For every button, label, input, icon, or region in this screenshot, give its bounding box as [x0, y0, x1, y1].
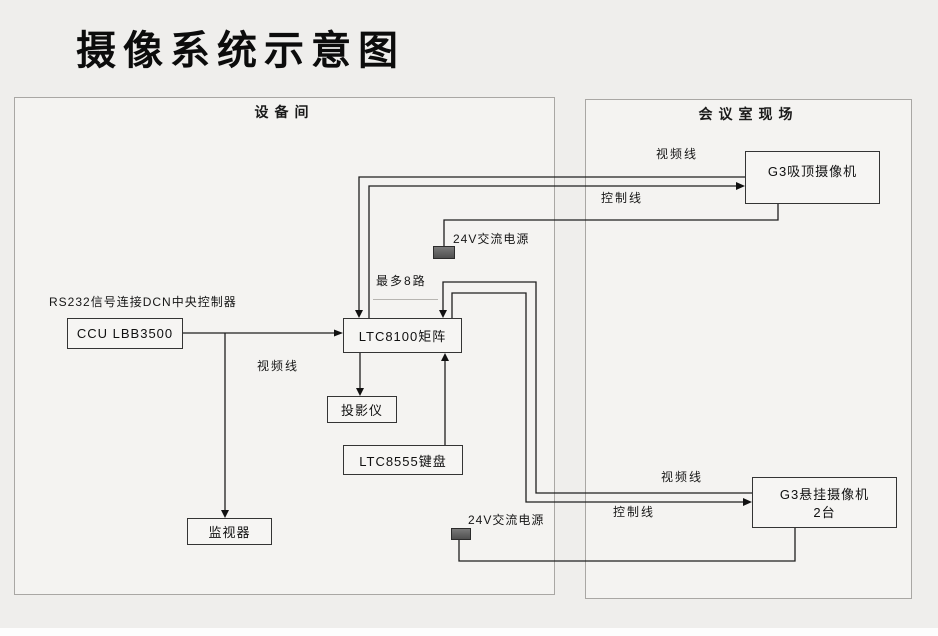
label-video-to-display: 视频线: [257, 359, 300, 373]
node-hanging-camera-count: 2台: [813, 504, 836, 520]
node-ccu-label: CCU LBB3500: [76, 326, 174, 341]
node-ccu: CCU LBB3500: [67, 318, 183, 349]
node-keyboard-label: LTC8555键盘: [359, 453, 447, 469]
label-ceiling-power: 24V交流电源: [453, 232, 530, 246]
node-matrix-label: LTC8100矩阵: [358, 329, 447, 344]
label-hanging-video: 视频线: [661, 470, 704, 484]
label-hanging-control: 控制线: [613, 505, 656, 519]
label-rs232-note: RS232信号连接DCN中央控制器: [49, 295, 237, 309]
region-title-conference-room: 会议室现场: [698, 106, 799, 122]
label-max-channels: 最多8路: [376, 274, 427, 288]
label-hanging-power: 24V交流电源: [468, 513, 545, 527]
bottom-margin-strip: [0, 628, 938, 636]
node-matrix: LTC8100矩阵: [343, 318, 462, 353]
max-channels-underline: [373, 299, 438, 300]
node-monitor-label: 监视器: [208, 525, 251, 540]
region-title-equipment-room: 设备间: [254, 104, 315, 120]
label-ceiling-video: 视频线: [656, 147, 699, 161]
node-ceiling-camera: G3吸顶摄像机: [745, 151, 880, 204]
node-projector-label: 投影仪: [340, 403, 383, 418]
node-ceiling-camera-label: G3吸顶摄像机: [767, 164, 858, 179]
node-hanging-camera-label: G3悬挂摄像机: [779, 486, 870, 502]
label-ceiling-control: 控制线: [601, 191, 644, 205]
node-hanging-camera: G3悬挂摄像机 2台: [752, 477, 897, 528]
power-supply-block-bottom: [451, 528, 471, 540]
node-keyboard: LTC8555键盘: [343, 445, 463, 475]
power-supply-block-top: [433, 246, 455, 259]
node-projector: 投影仪: [327, 396, 397, 423]
node-monitor: 监视器: [187, 518, 272, 545]
page-title: 摄像系统示意图: [76, 28, 405, 73]
